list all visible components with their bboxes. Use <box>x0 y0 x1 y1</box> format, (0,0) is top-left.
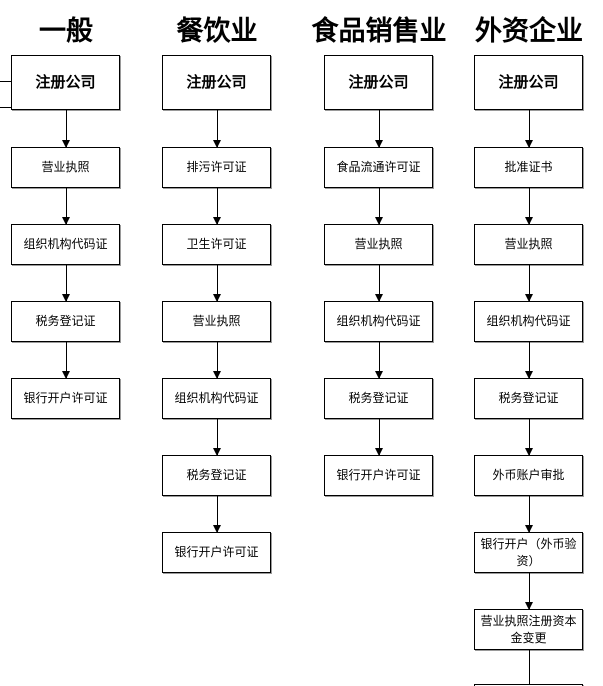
arrow-catering-3 <box>213 265 221 302</box>
arrow-food-retail-4 <box>375 342 383 379</box>
connector-left-stub <box>0 81 11 82</box>
step-box-catering-1: 排污许可证 <box>162 147 271 188</box>
arrow-foreign-enterprise-1 <box>525 110 533 148</box>
arrowhead-icon <box>213 217 221 225</box>
arrow-food-retail-5 <box>375 419 383 456</box>
arrowhead-icon <box>375 140 383 148</box>
step-box-foreign-enterprise-2: 营业执照 <box>474 224 583 265</box>
step-box-foreign-enterprise-7: 营业执照注册资本金变更 <box>474 609 583 650</box>
arrowhead-icon <box>525 140 533 148</box>
step-box-foreign-enterprise-5: 外币账户审批 <box>474 455 583 496</box>
arrowhead-icon <box>525 294 533 302</box>
arrow-catering-5 <box>213 419 221 456</box>
column-title-foreign-enterprise: 外资企业 <box>475 16 583 47</box>
arrowhead-icon <box>375 294 383 302</box>
step-box-foreign-enterprise-1: 批准证书 <box>474 147 583 188</box>
arrowhead-icon <box>375 448 383 456</box>
arrowhead-icon <box>62 294 70 302</box>
arrow-food-retail-3 <box>375 265 383 302</box>
arrow-general-4 <box>62 342 70 379</box>
step-box-general-2: 组织机构代码证 <box>11 224 120 265</box>
column-title-catering: 餐饮业 <box>176 16 258 47</box>
arrowhead-icon <box>525 602 533 610</box>
step-box-general-4: 银行开户许可证 <box>11 378 120 419</box>
step-box-general-3: 税务登记证 <box>11 301 120 342</box>
arrow-catering-4 <box>213 342 221 379</box>
start-box-food-retail: 注册公司 <box>324 55 433 110</box>
step-box-catering-2: 卫生许可证 <box>162 224 271 265</box>
start-box-foreign-enterprise: 注册公司 <box>474 55 583 110</box>
arrow-continuation-foreign-enterprise <box>529 650 530 686</box>
step-box-food-retail-4: 税务登记证 <box>324 378 433 419</box>
next-step-box-cropped <box>474 684 583 686</box>
column-title-general: 一般 <box>39 16 93 47</box>
arrow-food-retail-2 <box>375 188 383 225</box>
column-title-food-retail: 食品销售业 <box>311 16 447 47</box>
arrowhead-icon <box>213 140 221 148</box>
arrow-general-2 <box>62 188 70 225</box>
arrowhead-icon <box>525 525 533 533</box>
arrowhead-icon <box>213 448 221 456</box>
arrowhead-icon <box>375 217 383 225</box>
step-box-food-retail-2: 营业执照 <box>324 224 433 265</box>
arrowhead-icon <box>525 448 533 456</box>
connector-left-stub-bottom <box>0 107 11 108</box>
arrow-general-3 <box>62 265 70 302</box>
step-box-food-retail-3: 组织机构代码证 <box>324 301 433 342</box>
step-box-catering-4: 组织机构代码证 <box>162 378 271 419</box>
step-box-food-retail-1: 食品流通许可证 <box>324 147 433 188</box>
arrow-foreign-enterprise-2 <box>525 188 533 225</box>
arrowhead-icon <box>62 217 70 225</box>
arrow-catering-6 <box>213 496 221 533</box>
step-box-foreign-enterprise-4: 税务登记证 <box>474 378 583 419</box>
arrow-food-retail-1 <box>375 110 383 148</box>
arrow-foreign-enterprise-3 <box>525 265 533 302</box>
arrowhead-icon <box>213 294 221 302</box>
step-box-food-retail-5: 银行开户许可证 <box>324 455 433 496</box>
arrowhead-icon <box>62 371 70 379</box>
arrow-foreign-enterprise-4 <box>525 342 533 379</box>
start-box-catering: 注册公司 <box>162 55 271 110</box>
arrowhead-icon <box>525 371 533 379</box>
start-box-general: 注册公司 <box>11 55 120 110</box>
arrow-catering-1 <box>213 110 221 148</box>
arrow-foreign-enterprise-6 <box>525 496 533 533</box>
step-box-catering-6: 银行开户许可证 <box>162 532 271 573</box>
step-box-foreign-enterprise-3: 组织机构代码证 <box>474 301 583 342</box>
step-box-foreign-enterprise-6: 银行开户（外币验资） <box>474 532 583 573</box>
arrowhead-icon <box>213 525 221 533</box>
step-box-general-1: 营业执照 <box>11 147 120 188</box>
arrowhead-icon <box>62 140 70 148</box>
arrowhead-icon <box>525 217 533 225</box>
arrow-foreign-enterprise-7 <box>525 573 533 610</box>
arrow-catering-2 <box>213 188 221 225</box>
step-box-catering-3: 营业执照 <box>162 301 271 342</box>
arrowhead-icon <box>213 371 221 379</box>
arrowhead-icon <box>375 371 383 379</box>
arrow-foreign-enterprise-5 <box>525 419 533 456</box>
arrow-general-1 <box>62 110 70 148</box>
step-box-catering-5: 税务登记证 <box>162 455 271 496</box>
